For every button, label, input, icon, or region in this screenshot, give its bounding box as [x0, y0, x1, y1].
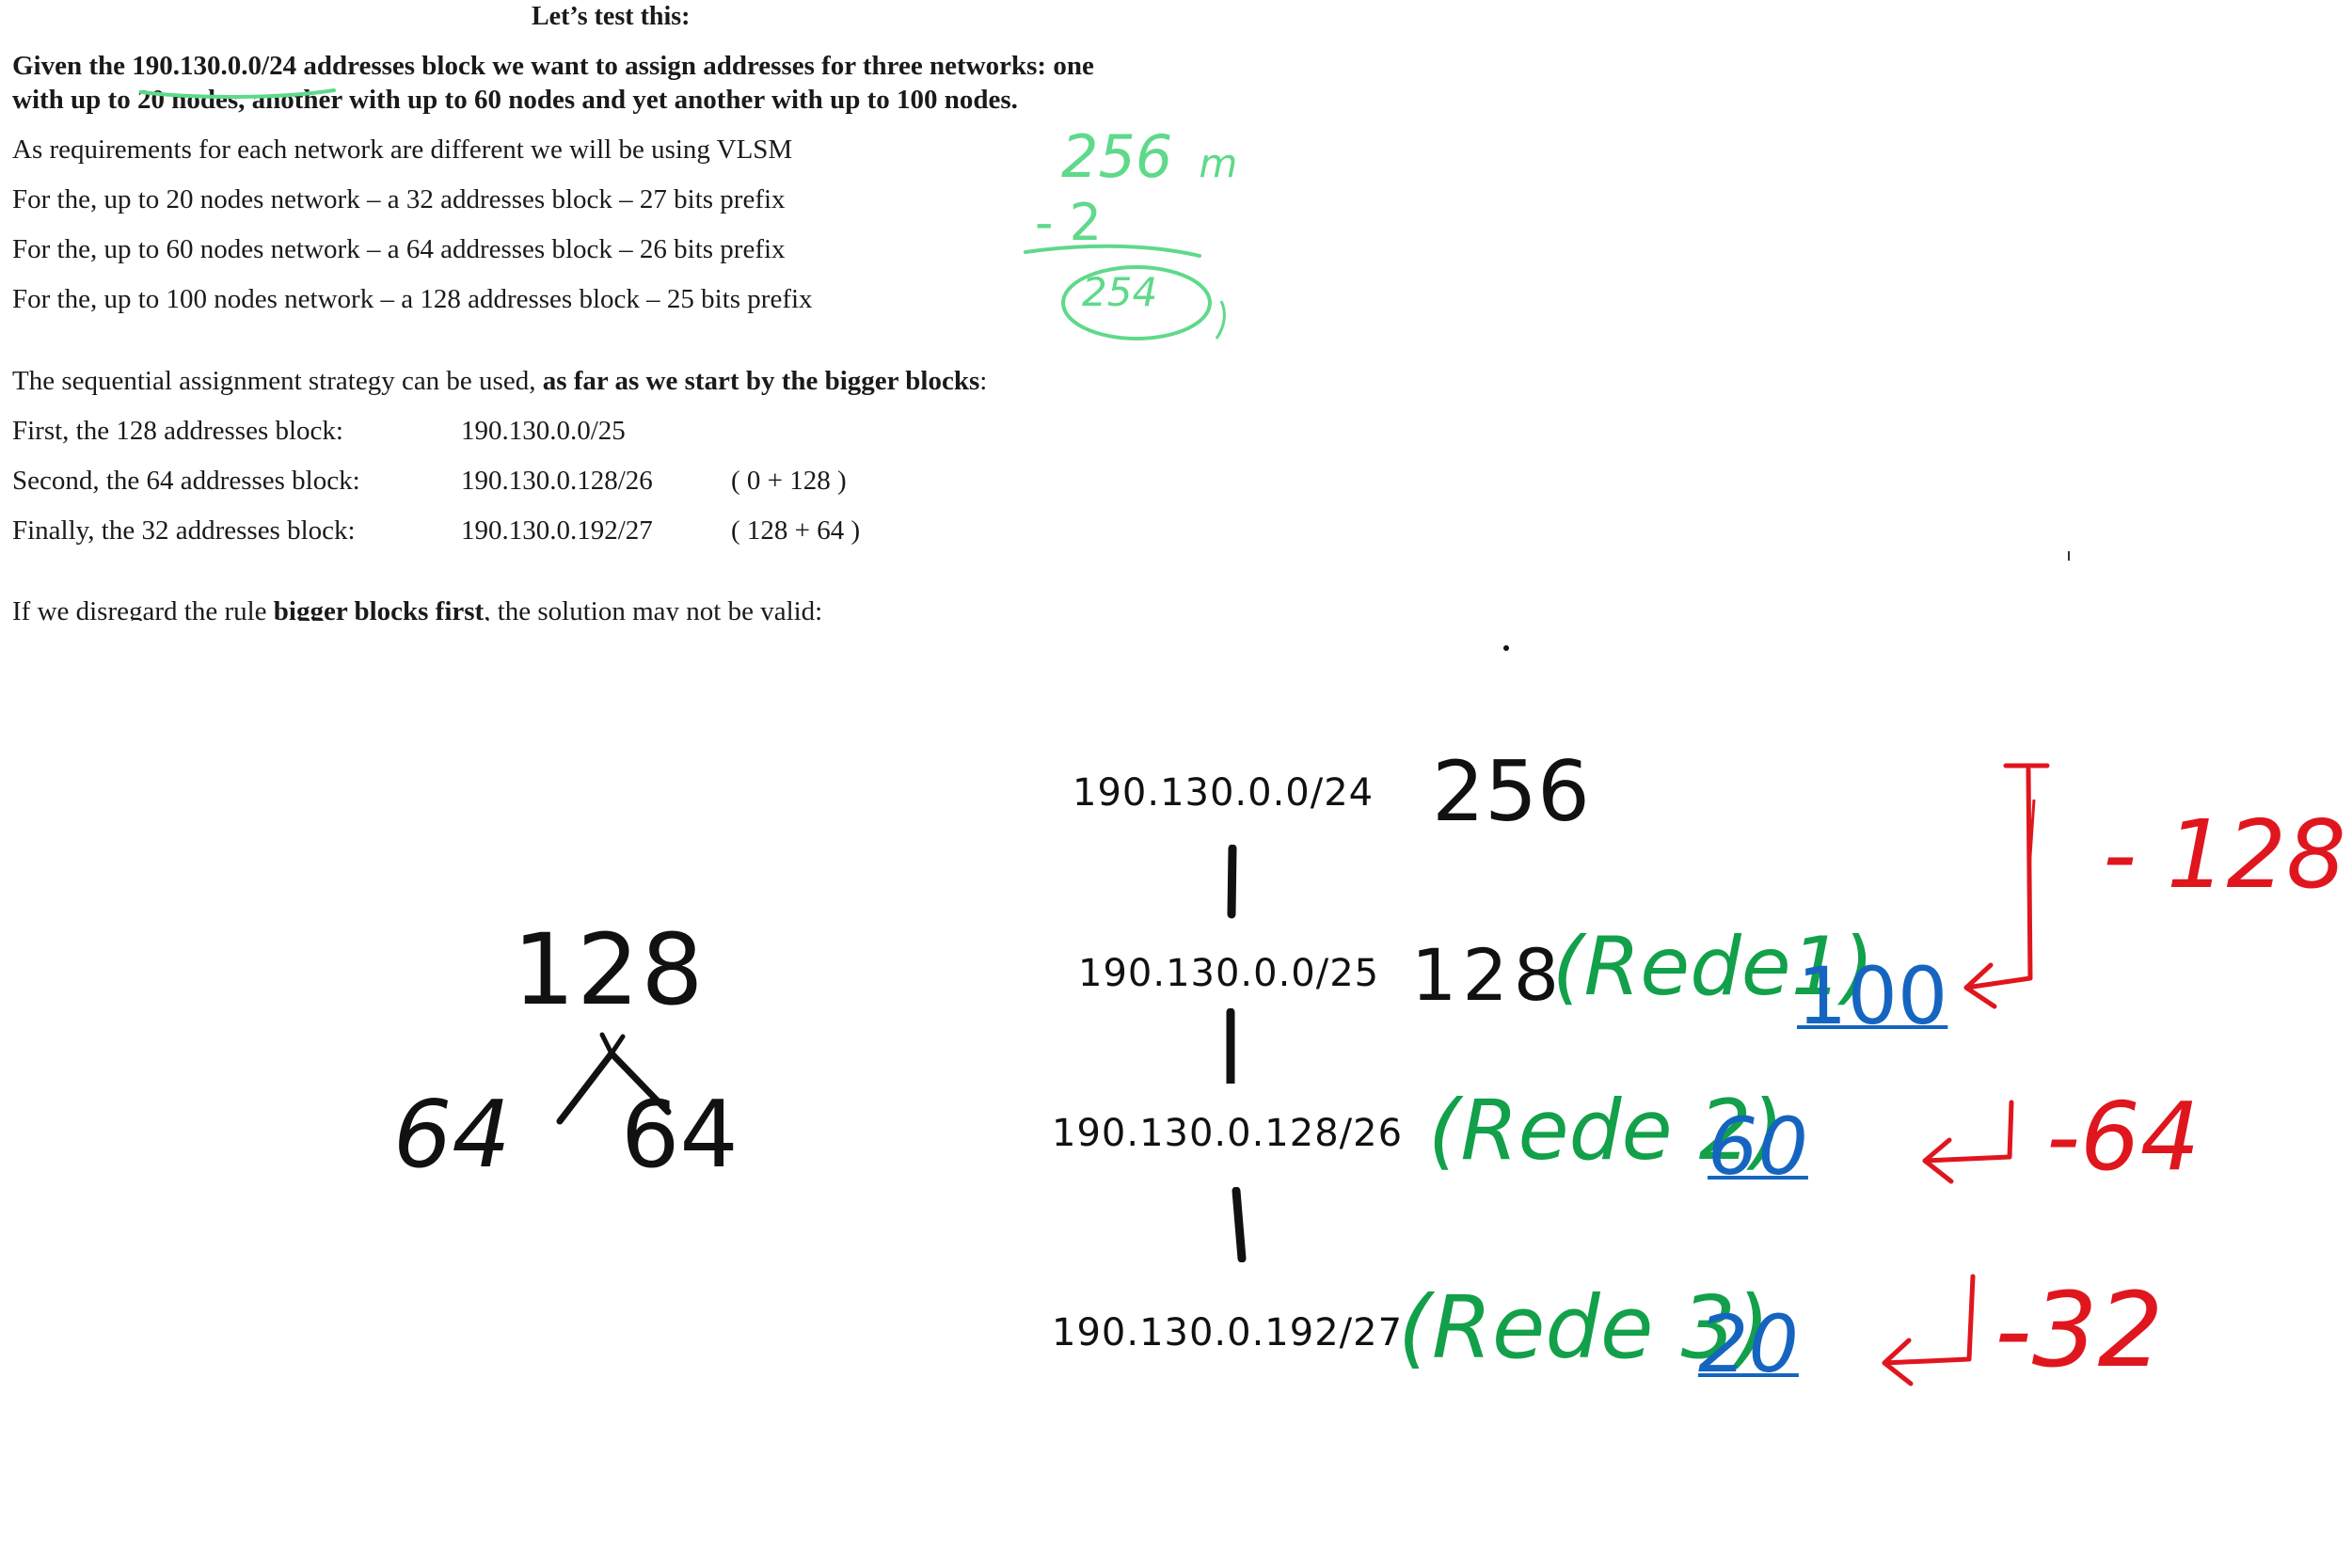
disregard-line: If we disregard the rule bigger blocks f… — [12, 596, 823, 621]
assignment-label-3: Finally, the 32 addresses block: — [12, 515, 356, 546]
stray-dot — [1503, 645, 1509, 651]
subnet-ip-25: 190.130.0.0/25 — [1078, 952, 1380, 995]
rede-2-label: (Rede 2) — [1428, 1082, 1784, 1179]
strategy-line: The sequential assignment strategy can b… — [12, 366, 988, 396]
rede-3-label: (Rede 3) — [1398, 1277, 1771, 1378]
given-line-1: Given the 190.130.0.0/24 addresses block… — [12, 51, 1094, 81]
tree-root-128: 128 — [513, 912, 706, 1027]
red-minus-32: -32 — [1994, 1270, 2164, 1390]
document-excerpt: Let’s test this: Given the 190.130.0.0/2… — [0, 0, 1223, 621]
subnet-ip-27: 190.130.0.192/27 — [1052, 1311, 1404, 1354]
tree-right-64: 64 — [621, 1082, 739, 1189]
red-arrow-middle — [1922, 1100, 2014, 1184]
red-minus-64: -64 — [2046, 1082, 2201, 1192]
given-ip: 190.130.0.0/24 — [132, 51, 297, 81]
requirement-line-100: For the, up to 100 nodes network – a 128… — [12, 284, 813, 314]
vlsm-line: As requirements for each network are dif… — [12, 135, 793, 165]
assignment-block-1: 190.130.0.0/25 — [461, 416, 626, 446]
rede-1-label: (Rede1) — [1552, 920, 1874, 1014]
assignment-block-2: 190.130.0.128/26 — [461, 466, 653, 496]
red-arrow-top — [1963, 763, 2050, 1009]
connector-2 — [1226, 1008, 1235, 1084]
requirement-line-60: For the, up to 60 nodes network – a 64 a… — [12, 234, 786, 264]
assignment-note-2: ( 0 + 128 ) — [731, 466, 847, 496]
subnet-ip-24: 190.130.0.0/24 — [1073, 771, 1375, 815]
connector-1 — [1227, 845, 1237, 919]
hosts-20: 20 — [1698, 1298, 1799, 1390]
stray-mark — [2068, 551, 2070, 561]
red-minus-128: - 128 — [2103, 800, 2346, 910]
assignment-note-3: ( 128 + 64 ) — [731, 515, 861, 546]
hosts-60: 60 — [1708, 1101, 1808, 1193]
assignment-block-3: 190.130.0.192/27 — [461, 515, 653, 546]
subnet-size-256: 256 — [1432, 743, 1590, 840]
requirement-line-20: For the, up to 20 nodes network – a 32 a… — [12, 184, 786, 214]
tree-branches — [556, 1032, 672, 1125]
assignment-label-2: Second, the 64 addresses block: — [12, 466, 360, 496]
red-arrow-bottom — [1882, 1274, 1976, 1386]
doc-title: Let’s test this: — [532, 2, 691, 31]
hosts-100: 100 — [1797, 950, 1948, 1042]
subnet-size-128: 128 — [1411, 933, 1565, 1017]
tree-left-64: 64 — [393, 1082, 511, 1189]
connector-3 — [1232, 1187, 1247, 1262]
assignment-label-1: First, the 128 addresses block: — [12, 416, 343, 446]
given-line-2: with up to 20 nodes, another with up to … — [12, 85, 1018, 115]
subnet-ip-26: 190.130.0.128/26 — [1052, 1112, 1404, 1155]
